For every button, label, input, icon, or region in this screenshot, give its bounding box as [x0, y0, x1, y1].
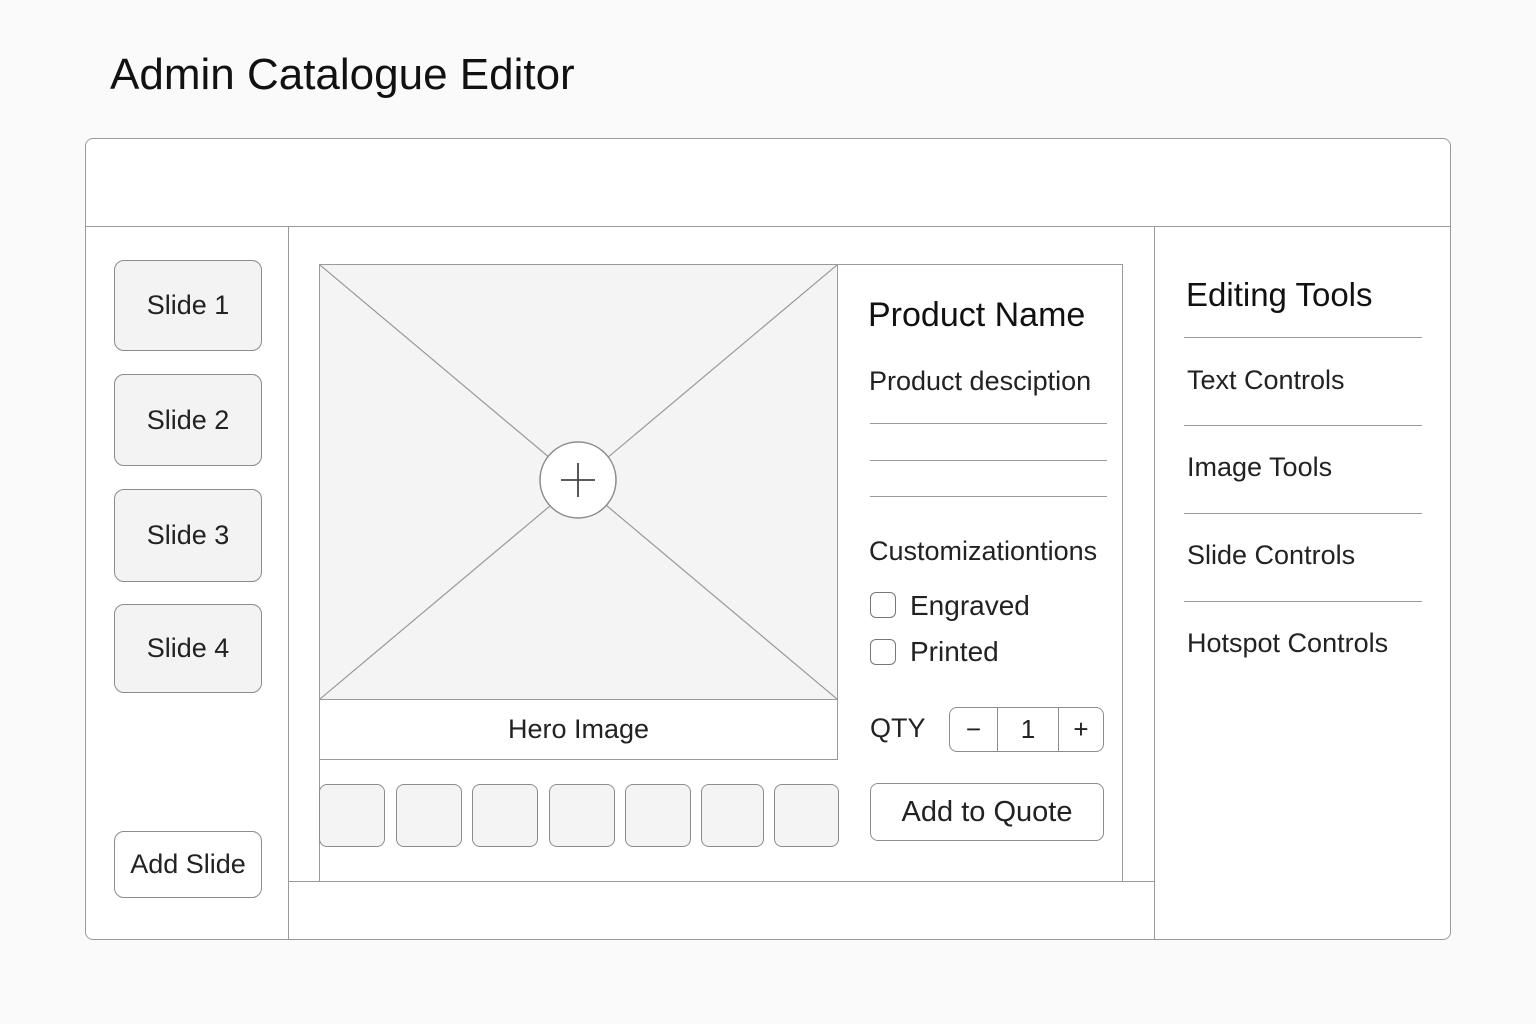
thumbnail[interactable]	[396, 784, 462, 847]
description-line	[870, 423, 1107, 424]
printed-checkbox[interactable]	[870, 639, 896, 665]
engraved-checkbox[interactable]	[870, 592, 896, 618]
header-divider	[86, 226, 1450, 227]
qty-label: QTY	[870, 713, 926, 743]
tool-hotspot-controls[interactable]: Hotspot Controls	[1187, 628, 1389, 658]
tools-divider	[1184, 513, 1422, 514]
thumbnail[interactable]	[625, 784, 691, 847]
plus-icon[interactable]	[539, 441, 617, 519]
tool-image-tools[interactable]: Image Tools	[1187, 452, 1333, 482]
tool-slide-controls[interactable]: Slide Controls	[1187, 540, 1356, 570]
editing-tools-title: Editing Tools	[1186, 276, 1373, 313]
quantity-stepper: − 1 +	[949, 707, 1104, 752]
thumbnail[interactable]	[774, 784, 839, 847]
slide-1-button[interactable]: Slide 1	[114, 260, 262, 351]
product-name: Product Name	[868, 296, 1086, 334]
customizations-label: Customizationtions	[869, 536, 1098, 566]
thumbnail[interactable]	[549, 784, 615, 847]
engraved-label: Engraved	[910, 590, 1030, 621]
slides-panel-divider	[288, 227, 289, 939]
slide-2-button[interactable]: Slide 2	[114, 374, 262, 466]
qty-value[interactable]: 1	[998, 708, 1059, 751]
product-description: Product desciption	[869, 366, 1092, 396]
tools-divider	[1184, 337, 1422, 338]
hero-image-caption: Hero Image	[319, 699, 838, 760]
hero-image-placeholder[interactable]	[319, 264, 838, 700]
add-slide-button[interactable]: Add Slide	[114, 831, 262, 898]
printed-label: Printed	[910, 636, 999, 667]
qty-increment-button[interactable]: +	[1073, 714, 1089, 744]
description-line	[870, 496, 1107, 497]
image-placeholder-graphic	[320, 265, 837, 699]
thumbnail[interactable]	[472, 784, 538, 847]
add-to-quote-button[interactable]: Add to Quote	[870, 783, 1104, 841]
tools-panel-divider	[1154, 227, 1155, 939]
tools-divider	[1184, 425, 1422, 426]
thumbnail[interactable]	[701, 784, 764, 847]
description-line	[870, 460, 1107, 461]
page-title: Admin Catalogue Editor	[110, 50, 575, 99]
tool-text-controls[interactable]: Text Controls	[1187, 365, 1345, 395]
qty-decrement-button[interactable]: −	[950, 708, 998, 751]
slide-4-button[interactable]: Slide 4	[114, 604, 262, 693]
tools-divider	[1184, 601, 1422, 602]
thumbnail[interactable]	[319, 784, 385, 847]
slide-3-button[interactable]: Slide 3	[114, 489, 262, 582]
